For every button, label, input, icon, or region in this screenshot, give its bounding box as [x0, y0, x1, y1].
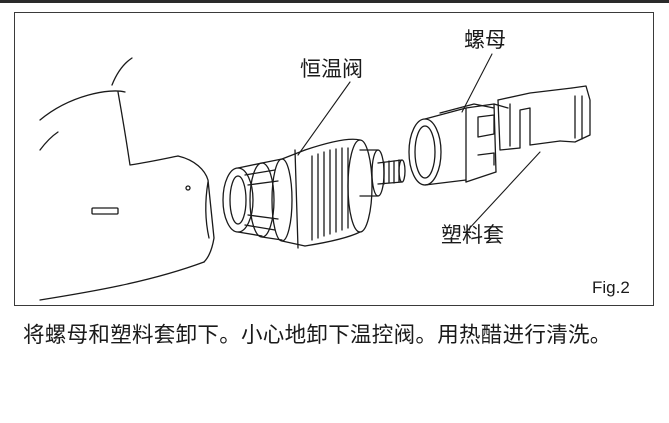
plastic-sleeve-part [497, 85, 591, 151]
figure-number: Fig.2 [592, 278, 630, 297]
nut-part [408, 103, 509, 186]
leader-lines [297, 53, 541, 233]
thermostatic-valve-label: 恒温阀 [300, 57, 363, 81]
plastic-sleeve-label: 塑料套 [441, 223, 504, 247]
faucet-body [39, 57, 215, 301]
figure-frame [14, 12, 654, 306]
top-rule [0, 0, 669, 3]
instruction-text: 将螺母和塑料套卸下。小心地卸下温控阀。用热醋进行清洗。 [23, 323, 612, 348]
nut-label: 螺母 [464, 28, 506, 52]
thermostatic-valve [222, 138, 406, 249]
